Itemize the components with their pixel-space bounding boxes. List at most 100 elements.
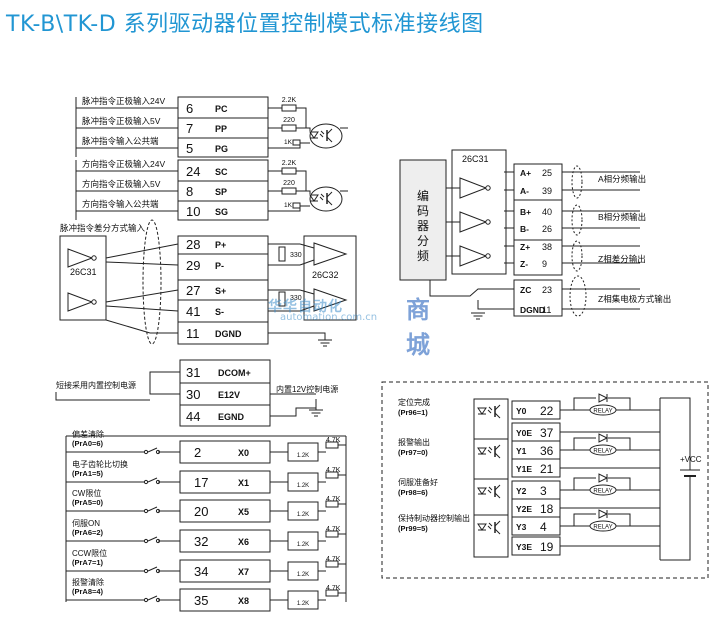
output-frame bbox=[381, 381, 709, 579]
opto-resistor: 1.2K bbox=[297, 601, 309, 607]
encoder-output-label: B相分频输出 bbox=[598, 212, 646, 222]
optocoupler-icon bbox=[494, 452, 501, 459]
signal-label: 方向指令输入公共端 bbox=[82, 199, 159, 209]
terminal-signal: Z+ bbox=[520, 242, 530, 252]
terminal-pin: 19 bbox=[540, 540, 554, 554]
wire bbox=[55, 392, 150, 401]
terminal-pin: 4 bbox=[540, 520, 547, 534]
terminal-pin: 21 bbox=[540, 462, 554, 476]
terminal-signal: Y2 bbox=[516, 486, 527, 496]
diff-wire bbox=[105, 319, 151, 334]
resistor-value: 4.7K bbox=[326, 437, 341, 444]
shield-ellipse bbox=[142, 219, 162, 345]
chip-label: 26C32 bbox=[312, 270, 339, 280]
wire bbox=[299, 259, 315, 266]
terminal-pin: 8 bbox=[186, 184, 193, 199]
optocoupler-direction-icon bbox=[326, 199, 333, 206]
switch-icon bbox=[147, 566, 158, 572]
wire bbox=[573, 437, 596, 450]
signal-label: 方向指令正极输入5V bbox=[82, 179, 161, 189]
input-param: (PrA1=5) bbox=[72, 469, 104, 478]
terminal-block-encoder-zc bbox=[513, 279, 563, 317]
switch-icon bbox=[147, 506, 158, 512]
terminal-pin: 34 bbox=[194, 564, 208, 579]
optocoupler-pulse-icon bbox=[326, 128, 333, 135]
relay-label: RELAY bbox=[593, 449, 612, 455]
terminal-pin: 11 bbox=[542, 305, 551, 315]
resistor-icon bbox=[281, 104, 297, 112]
optocoupler-icon bbox=[487, 449, 492, 454]
resistor-value: 1K bbox=[284, 202, 293, 209]
switch-icon bbox=[143, 568, 149, 574]
optocoupler-icon bbox=[494, 484, 501, 491]
optocoupler-icon bbox=[494, 492, 501, 499]
terminal-signal: B- bbox=[520, 224, 529, 234]
terminal-signal: E12V bbox=[218, 390, 240, 400]
optocoupler-pulse-icon bbox=[319, 133, 324, 138]
terminal-pin: 9 bbox=[542, 259, 547, 269]
signal-label: 脉冲指令输入公共端 bbox=[82, 136, 159, 146]
encoder-box-char: 码 bbox=[417, 204, 429, 218]
buffer-triangle bbox=[313, 288, 348, 312]
wire bbox=[296, 190, 311, 194]
wire bbox=[608, 477, 631, 490]
terminal-pin: 10 bbox=[186, 204, 200, 219]
diff-wire bbox=[105, 261, 179, 266]
optocoupler-icon bbox=[477, 487, 487, 495]
terminal-signal: A+ bbox=[520, 168, 531, 178]
terminal-pin: 23 bbox=[542, 285, 552, 295]
optocoupler-icon bbox=[494, 520, 501, 527]
input-name: 偏差清除 bbox=[72, 429, 104, 439]
switch-icon bbox=[147, 595, 158, 601]
resistor-value: 4.7K bbox=[326, 585, 341, 592]
terminal-pin: 38 bbox=[542, 242, 552, 252]
terminal-signal: X1 bbox=[238, 478, 249, 488]
terminal-signal: PC bbox=[215, 104, 228, 114]
diode-icon bbox=[598, 509, 609, 519]
resistor-value: 220 bbox=[283, 117, 295, 124]
output-name: 定位完成 bbox=[398, 397, 430, 407]
terminal-pin: 2 bbox=[194, 445, 201, 460]
optocoupler-icon bbox=[488, 406, 493, 411]
output-param: (Pr97=0) bbox=[398, 448, 428, 457]
terminal-signal: X7 bbox=[238, 567, 249, 577]
switch-icon bbox=[143, 508, 149, 514]
input-param: (PrA7=1) bbox=[72, 558, 104, 567]
optocoupler-icon bbox=[494, 528, 501, 535]
terminal-pin: 31 bbox=[186, 365, 200, 380]
resistor-icon bbox=[292, 202, 301, 209]
resistor-value: 1K bbox=[284, 139, 293, 146]
terminal-signal: P- bbox=[215, 261, 224, 271]
switch-icon bbox=[143, 538, 149, 544]
optocoupler-direction-icon bbox=[309, 194, 319, 202]
resistor-icon bbox=[278, 246, 286, 262]
power-label: 短接采用内置控制电源 bbox=[56, 380, 136, 390]
diff-wire bbox=[105, 289, 179, 303]
switch-icon bbox=[143, 479, 149, 485]
wire bbox=[660, 476, 691, 561]
switch-icon bbox=[143, 597, 149, 603]
terminal-pin: 27 bbox=[186, 283, 200, 298]
terminal-block-diff-s bbox=[177, 279, 269, 345]
encoder-output-label: A相分频输出 bbox=[598, 174, 646, 184]
encoder-output-label: Z相差分输出 bbox=[598, 254, 646, 264]
optocoupler-housing bbox=[309, 186, 343, 212]
diode-icon bbox=[598, 433, 609, 443]
relay-label: RELAY bbox=[593, 525, 612, 531]
terminal-pin: 30 bbox=[186, 387, 200, 402]
encoder-box-char: 器 bbox=[417, 219, 429, 233]
shield-ellipse bbox=[571, 240, 583, 272]
terminal-pin: 26 bbox=[542, 224, 552, 234]
terminal-signal: SP bbox=[215, 187, 227, 197]
terminal-pin: 3 bbox=[540, 484, 547, 498]
wire bbox=[477, 300, 514, 310]
wire bbox=[608, 397, 631, 410]
wire bbox=[299, 289, 315, 295]
terminal-pin: 37 bbox=[540, 426, 554, 440]
shield-ellipse bbox=[571, 204, 583, 236]
wire bbox=[429, 280, 514, 297]
switch-icon bbox=[147, 447, 158, 453]
inverter-bubble bbox=[91, 255, 97, 261]
diagram-title: TK-B\TK-D 系列驱动器位置控制模式标准接线图 bbox=[6, 12, 484, 37]
optocoupler-icon bbox=[488, 486, 493, 491]
